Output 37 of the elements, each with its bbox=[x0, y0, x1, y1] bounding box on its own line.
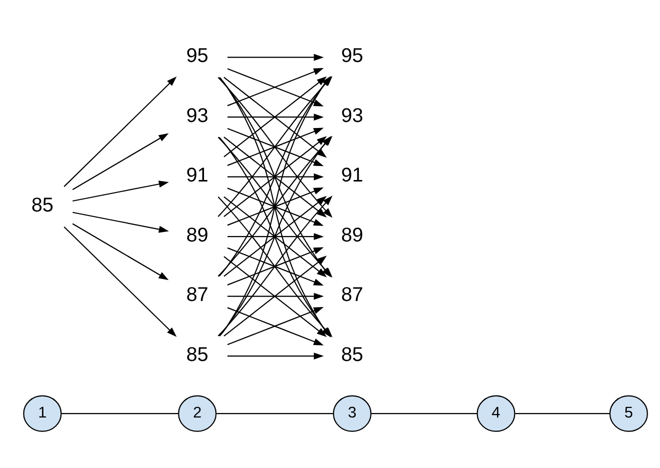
node-circle: 3 bbox=[332, 394, 372, 432]
arrow bbox=[227, 232, 324, 240]
node-circle: 2 bbox=[178, 394, 217, 432]
arrow bbox=[227, 306, 324, 345]
arrow bbox=[72, 132, 169, 190]
arrow bbox=[227, 352, 324, 360]
node-text: 87 bbox=[186, 284, 208, 306]
node-text: 91 bbox=[341, 164, 364, 186]
node-text: 93 bbox=[186, 104, 208, 126]
arrow bbox=[72, 222, 169, 280]
node-text: 93 bbox=[341, 104, 364, 126]
node-text: 95 bbox=[186, 44, 208, 67]
arrow bbox=[227, 68, 324, 106]
node-text: 85 bbox=[186, 343, 208, 366]
node-text: 85 bbox=[31, 194, 54, 216]
node-text: 89 bbox=[341, 224, 364, 246]
node-circle: 1 bbox=[23, 394, 62, 432]
node-circle: 4 bbox=[476, 394, 516, 432]
arrow bbox=[64, 76, 177, 186]
arrow bbox=[227, 53, 324, 60]
connector bbox=[371, 412, 478, 414]
connector bbox=[216, 412, 334, 414]
node-text: 89 bbox=[186, 224, 208, 246]
arrow bbox=[227, 172, 324, 180]
node-text: 95 bbox=[341, 44, 364, 67]
node-circle: 5 bbox=[609, 394, 648, 432]
arrow bbox=[227, 292, 324, 300]
arrow bbox=[72, 211, 169, 232]
arrow bbox=[227, 187, 324, 226]
node-text: 87 bbox=[341, 284, 364, 306]
connector bbox=[61, 412, 178, 414]
node-text: 85 bbox=[341, 343, 364, 366]
node-text: 91 bbox=[186, 164, 208, 186]
arrow bbox=[64, 226, 177, 336]
connector bbox=[515, 412, 610, 414]
arrow bbox=[227, 113, 324, 120]
arrow bbox=[72, 180, 169, 202]
